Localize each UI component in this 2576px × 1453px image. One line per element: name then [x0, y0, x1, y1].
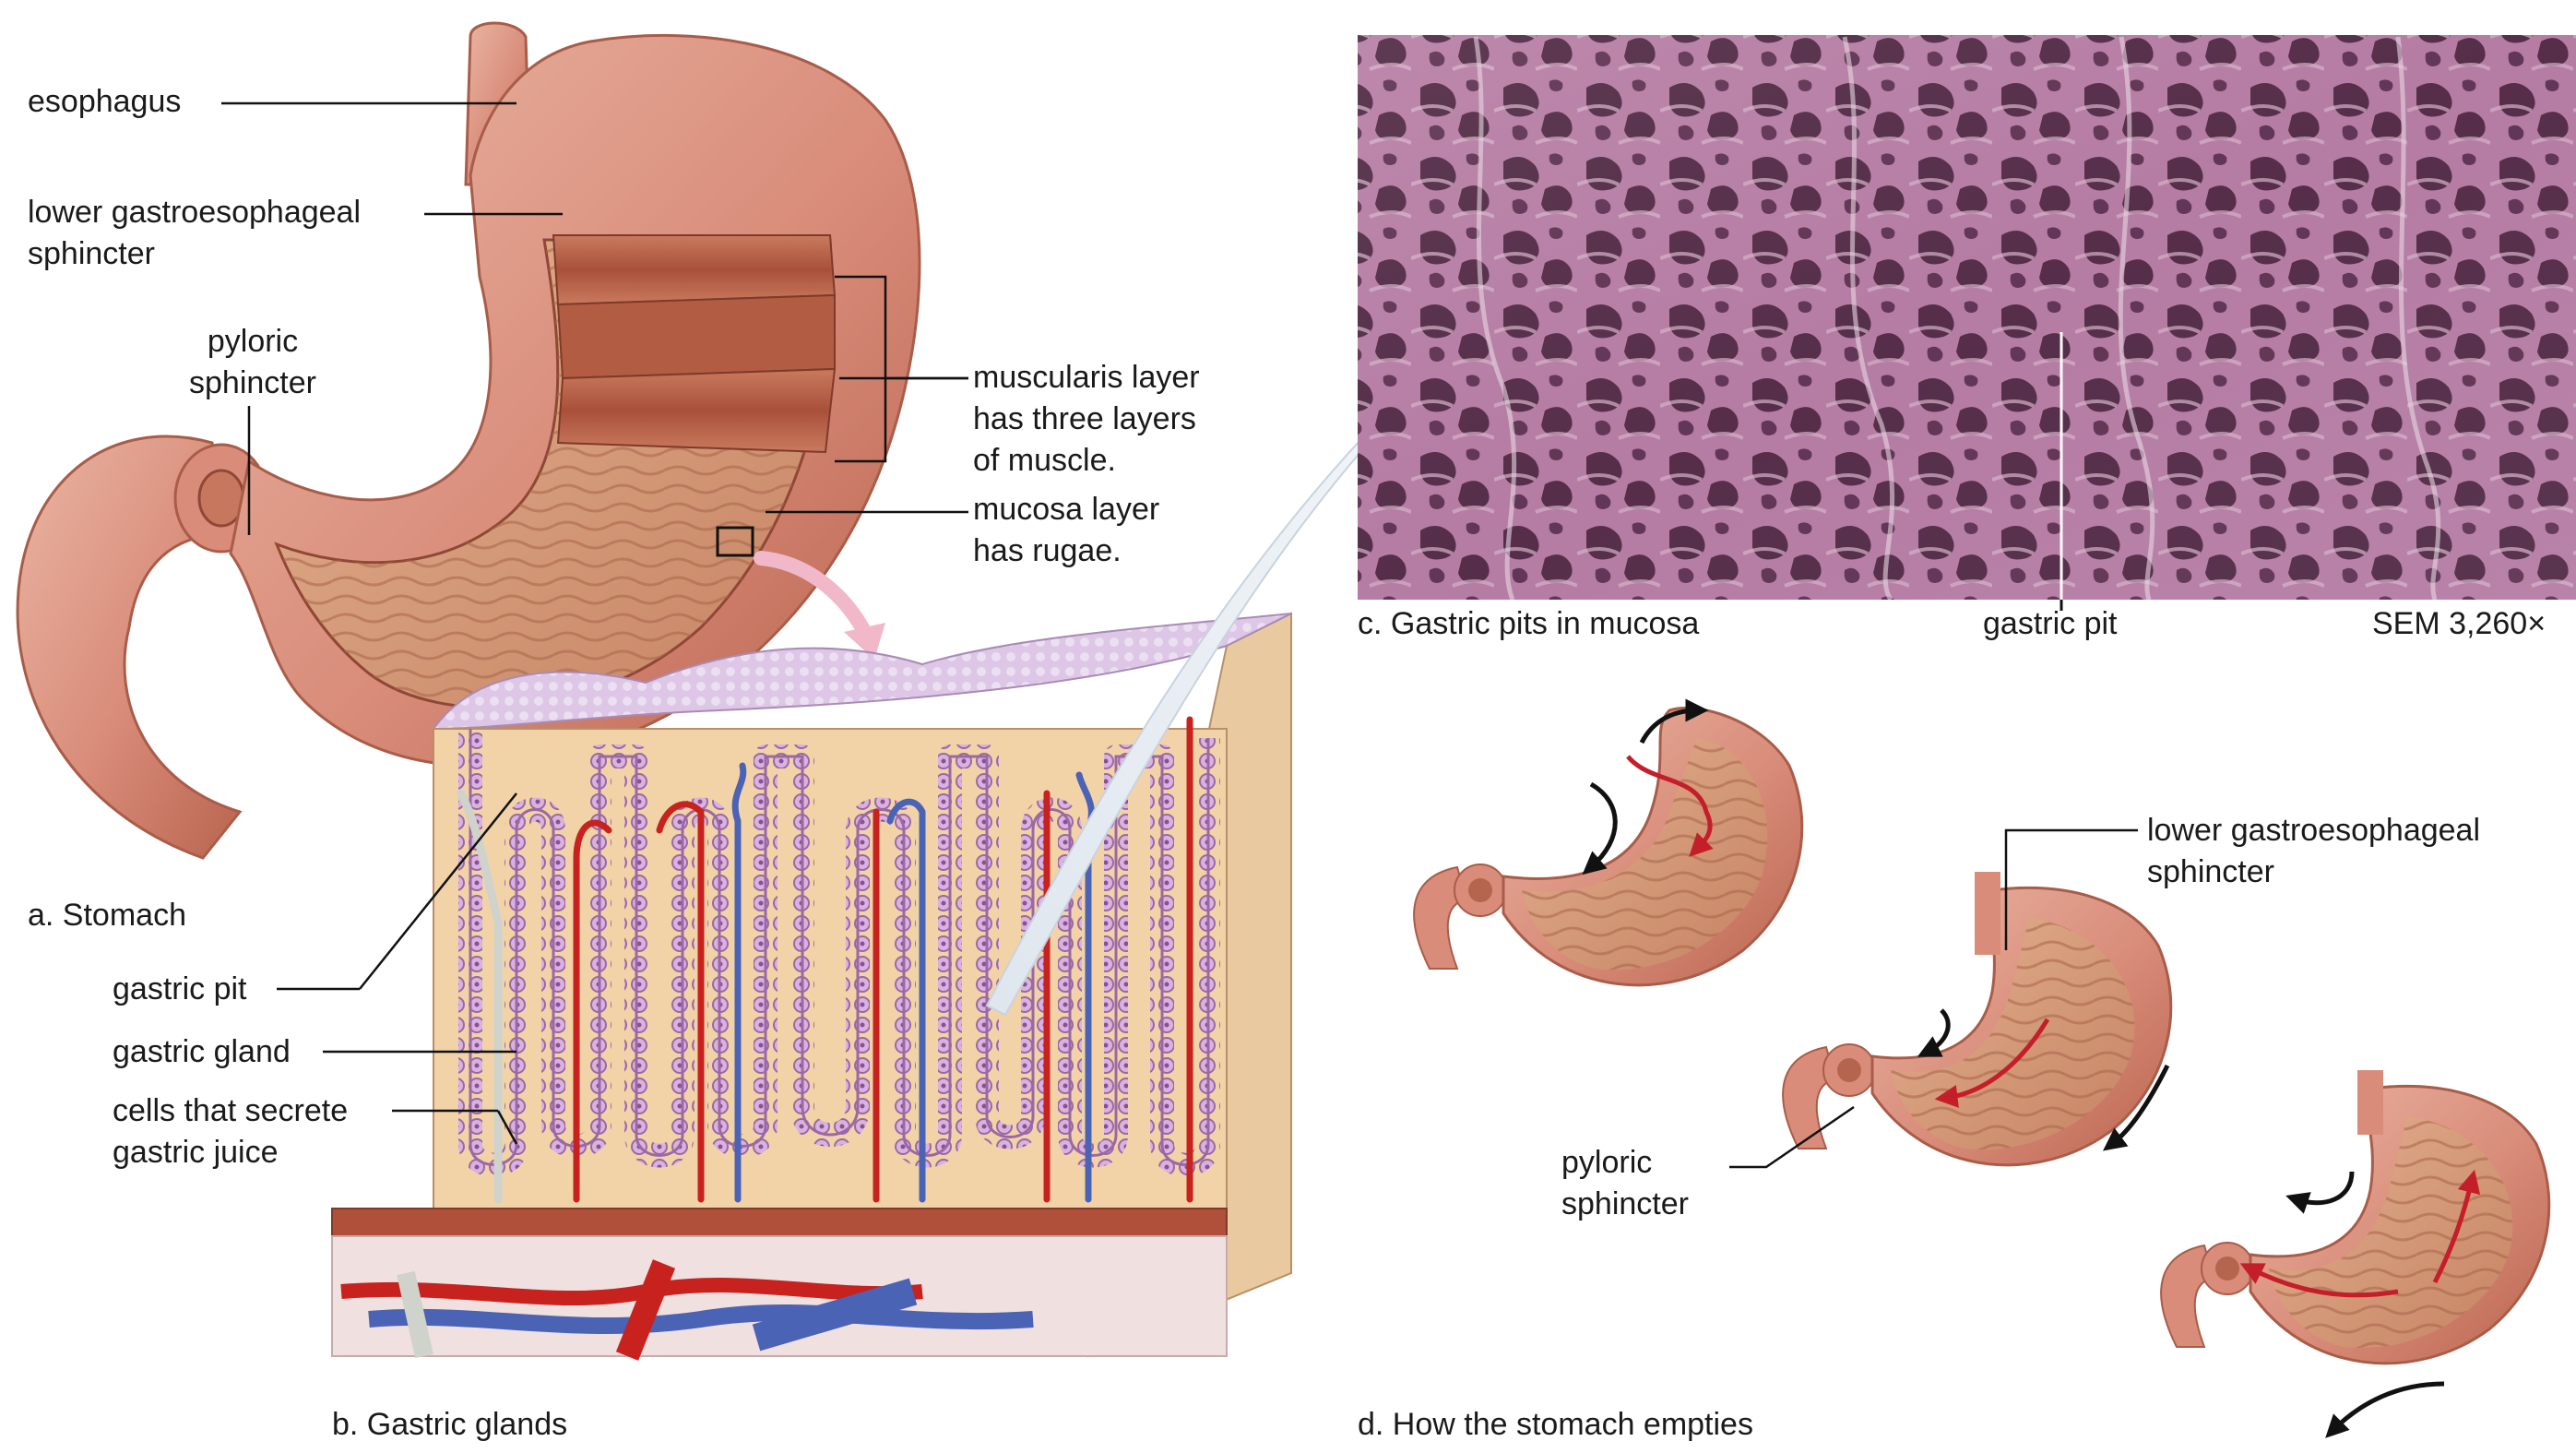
label-sem-magnification: SEM 3,260×	[2372, 606, 2546, 641]
label-esophagus: esophagus	[28, 84, 182, 119]
sem-micrograph	[1358, 35, 2576, 611]
leader-lines	[221, 101, 2138, 1169]
label-d-lower-gastroesophageal-sphincter: lower gastroesophageal sphincter	[2147, 813, 2481, 889]
emptying-stomach-1	[1413, 698, 1804, 987]
label-d-pyloric-sphincter: pyloric sphincter	[1561, 1145, 1689, 1221]
caption-gastric-glands: b. Gastric glands	[332, 1407, 568, 1442]
gland-columns	[458, 729, 1220, 1177]
label-cells-secrete-gastric-juice: cells that secrete gastric juice	[113, 1093, 349, 1170]
caption-gastric-pits: c. Gastric pits in mucosa	[1358, 606, 1700, 641]
label-sem-gastric-pit: gastric pit	[1983, 606, 2118, 641]
label-mucosa-layer: mucosa layer has rugae.	[973, 492, 1160, 568]
label-muscularis-layer: muscularis layer has three layers of mus…	[973, 360, 1200, 478]
emptying-stomach-3	[2160, 1070, 2551, 1438]
label-gastric-gland: gastric gland	[113, 1034, 291, 1069]
emptying-stomach-2	[1782, 872, 2173, 1167]
label-lower-gastroesophageal-sphincter: lower gastroesophageal sphincter	[28, 195, 362, 271]
label-gastric-pit: gastric pit	[113, 971, 247, 1006]
label-pyloric-sphincter: pyloric sphincter	[189, 324, 316, 400]
caption-how-stomach-empties: d. How the stomach empties	[1358, 1407, 1753, 1442]
caption-stomach: a. Stomach	[28, 898, 186, 933]
